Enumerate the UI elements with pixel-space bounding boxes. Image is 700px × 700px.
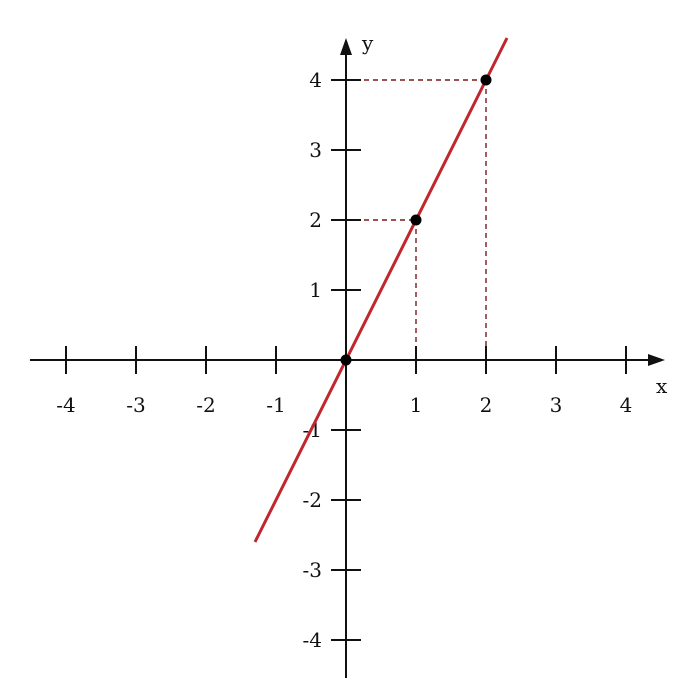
y-tick-label: 3: [309, 138, 322, 162]
y-tick-label: 2: [309, 208, 322, 232]
data-points: [340, 74, 492, 366]
data-point: [340, 354, 352, 366]
x-tick-label: -2: [196, 393, 215, 417]
y-tick-label: -2: [303, 488, 322, 512]
y-tick-label: 4: [309, 68, 322, 92]
data-point: [480, 74, 492, 86]
y-tick-label: 1: [309, 278, 322, 302]
x-tick-label: -1: [266, 393, 285, 417]
x-tick-label: 2: [480, 393, 493, 417]
x-axis-label: x: [656, 374, 668, 398]
function-line: [253, 37, 509, 543]
series-lines: [253, 37, 509, 543]
y-tick-label: -3: [303, 558, 322, 582]
x-tick-label: 4: [620, 393, 633, 417]
y-axis-label: y: [361, 31, 374, 55]
data-point: [410, 214, 422, 226]
x-tick-label: 3: [550, 393, 563, 417]
x-tick-label: 1: [410, 393, 423, 417]
y-tick-label: -4: [303, 628, 322, 652]
x-tick-label: -3: [126, 393, 145, 417]
y-axis-arrow-icon: [340, 38, 352, 55]
x-ticks: -4 -3 -2 -1 1 2 3 4: [56, 346, 632, 417]
x-axis-arrow-icon: [648, 354, 665, 366]
x-tick-label: -4: [56, 393, 75, 417]
